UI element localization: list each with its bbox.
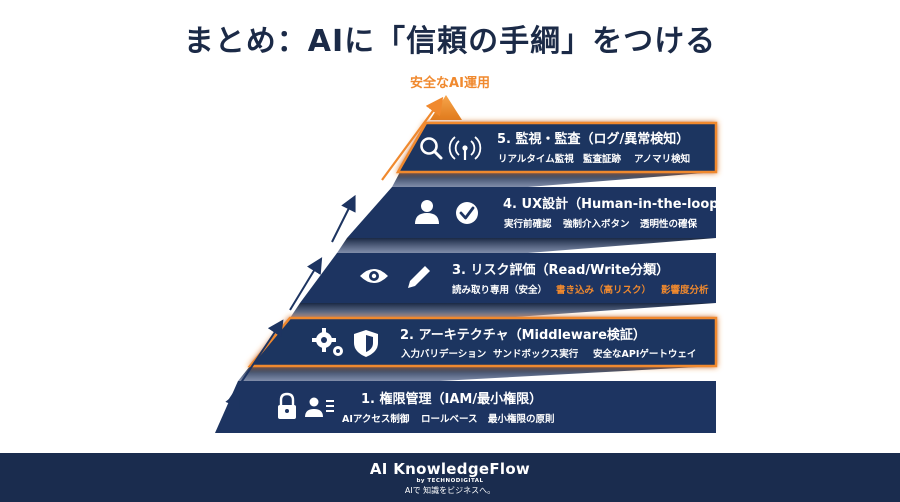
pyramid-layer-3: 3. リスク評価（Read/Write分類） 読み取り専用（安全） 書き込み（高… [300, 253, 716, 303]
apex-label: 安全なAI運用 [410, 76, 490, 91]
arrow-up-2 [227, 319, 284, 403]
layer-item: アノマリ検知 [634, 153, 690, 165]
pyramid-shadow-3 [290, 303, 716, 318]
pencil-icon [408, 266, 430, 288]
page-title: まとめ：AIに「信頼の手綱」をつける [183, 24, 717, 59]
arrow-up-4 [331, 194, 356, 243]
arrow-up-1 [220, 390, 240, 431]
footer-tagline: AIで 知識をビジネスへ。 [404, 486, 496, 495]
eye-icon [360, 269, 388, 283]
layer-item-impact: 影響度分析 [661, 284, 709, 296]
arrow-up-3 [289, 257, 323, 311]
layer-item: 強制介入ボタン [563, 218, 630, 230]
layer-title: 3. リスク評価（Read/Write分類） [452, 262, 669, 278]
pyramid-shadow-1 [392, 172, 716, 187]
layer-item: 監査証跡 [583, 153, 622, 165]
pyramid-diagram: 5. 監視・監査（ログ/異常検知） リアルタイム監視 監査証跡 アノマリ検知 4… [215, 95, 732, 433]
layer-title: 4. UX設計（Human-in-the-loop） [503, 196, 732, 212]
footer-by: by TECHNODIGITAL [416, 478, 484, 484]
layer-item: 安全なAPIゲートウェイ [593, 348, 696, 360]
user-list-icon [305, 397, 334, 417]
pyramid-layer-1: 1. 権限管理（IAM/最小権限） AIアクセス制御 ロールベース 最小権限の原… [215, 381, 716, 433]
pyramid-shadow-2 [337, 238, 716, 253]
layer-item: AIアクセス制御 [342, 413, 410, 425]
pyramid-shadow-4 [238, 366, 716, 381]
layer-title: 5. 監視・監査（ログ/異常検知） [497, 131, 689, 147]
gears-icon [312, 328, 343, 356]
layer-item: 読み取り専用（安全） [452, 284, 547, 296]
layer-item: サンドボックス実行 [493, 348, 579, 360]
layer-item-high-risk: 書き込み（高リスク） [556, 284, 651, 296]
pyramid-layer-4: 4. UX設計（Human-in-the-loop） 実行前確認 強制介入ボタン… [347, 187, 732, 238]
layer-item: 入力バリデーション [400, 348, 486, 360]
person-icon [415, 200, 439, 224]
layer-item: 透明性の確保 [640, 218, 698, 230]
layer-title: 2. アーキテクチャ（Middleware検証） [400, 327, 646, 343]
pyramid-layer-5: 5. 監視・監査（ログ/異常検知） リアルタイム監視 監査証跡 アノマリ検知 [395, 121, 718, 174]
pyramid-layer-2: 2. アーキテクチャ（Middleware検証） 入力バリデーション サンドボッ… [247, 316, 718, 368]
search-icon [420, 137, 443, 160]
footer-bar: AI KnowledgeFlow by TECHNODIGITAL AIで 知識… [0, 453, 900, 502]
shield-icon [354, 330, 378, 357]
signal-icon [448, 136, 482, 160]
lock-icon [278, 392, 296, 419]
layer-item: 実行前確認 [504, 218, 552, 230]
layer-title: 1. 権限管理（IAM/最小権限） [361, 391, 542, 407]
layer-item: リアルタイム監視 [498, 153, 574, 165]
layer-item: ロールベース [421, 414, 478, 425]
layer-item: 最小権限の原則 [488, 413, 555, 425]
footer-brand: AI KnowledgeFlow [369, 460, 531, 478]
arrow-up-5 [381, 96, 444, 181]
check-circle-icon [456, 202, 478, 224]
